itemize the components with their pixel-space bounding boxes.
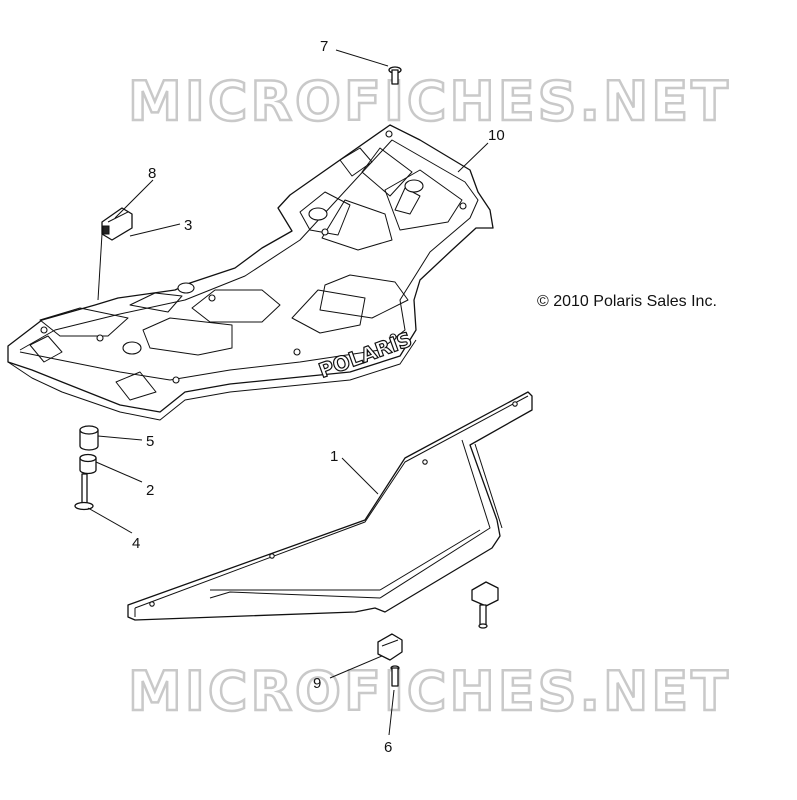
spacer-2 (79, 453, 97, 475)
callout-5: 5 (146, 433, 154, 450)
callout-9: 9 (313, 675, 321, 692)
bumper-frame (127, 391, 533, 621)
callout-8: 8 (148, 165, 156, 182)
copyright-notice: © 2010 Polaris Sales Inc. (537, 293, 717, 310)
front-rack: POLARIS (7, 124, 494, 421)
callout-10: 10 (488, 127, 505, 144)
leader-5 (97, 435, 143, 441)
leader-10 (457, 142, 489, 173)
clip-9 (377, 633, 403, 661)
callout-3: 3 (184, 217, 192, 234)
leader-7 (335, 49, 389, 67)
callout-1: 1 (330, 448, 338, 465)
watermark-bottom: MICROFICHES.NET (128, 660, 731, 723)
callout-4: 4 (132, 535, 140, 552)
leader-8 (114, 179, 154, 219)
callout-7: 7 (320, 38, 328, 55)
clip-right (471, 581, 499, 629)
clip-3 (97, 207, 133, 301)
callout-6: 6 (384, 739, 392, 756)
leader-3 (129, 223, 181, 237)
leader-2 (95, 461, 143, 483)
bolt-4 (74, 473, 94, 511)
grommet-5 (79, 425, 99, 451)
leader-9 (329, 655, 383, 679)
leader-6 (388, 689, 395, 736)
watermark-top: MICROFICHES.NET (128, 70, 731, 133)
leader-1 (341, 457, 379, 495)
leader-4 (87, 507, 133, 534)
bolt-7 (388, 66, 402, 85)
bolt-6 (390, 665, 400, 687)
callout-2: 2 (146, 482, 154, 499)
